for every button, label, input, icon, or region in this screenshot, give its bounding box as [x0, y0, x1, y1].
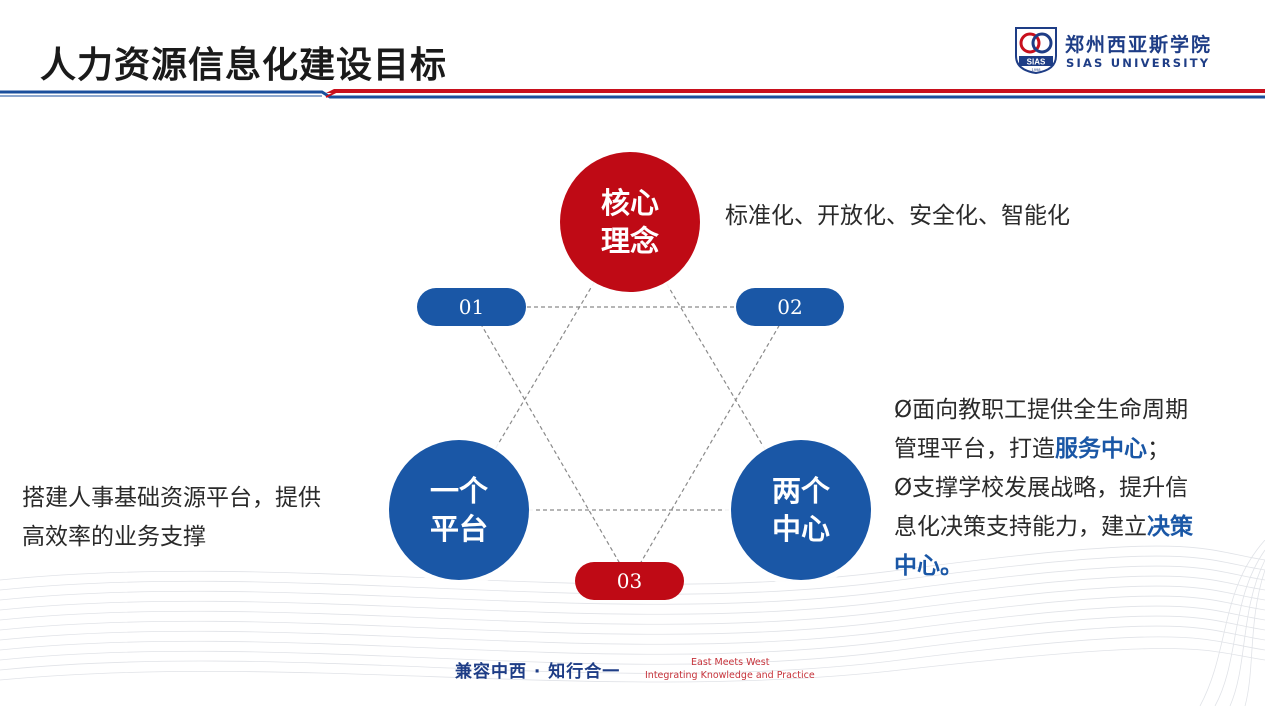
- one-platform-desc-line2: 高效率的业务支撑: [22, 524, 206, 550]
- background-waves: [0, 540, 1265, 706]
- line2-suffix: ；: [1147, 436, 1170, 462]
- page-title: 人力资源信息化建设目标: [40, 45, 448, 86]
- two-centers-line1: 两个: [771, 474, 830, 508]
- emblem-text: SIAS: [1027, 58, 1046, 67]
- decision-highlight: 决策: [1147, 514, 1193, 540]
- university-name-cn: 郑州西亚斯学院: [1065, 34, 1213, 56]
- one-platform-desc-line1: 搭建人事基础资源平台，提供: [22, 485, 321, 511]
- two-centers-desc-line5: 中心。: [894, 547, 1254, 586]
- one-platform-line1: 一个: [429, 474, 488, 508]
- center-highlight: 中心。: [894, 553, 963, 579]
- two-centers-desc-line4: 息化决策支持能力，建立决策: [894, 508, 1254, 547]
- core-concept-circle: 核心 理念: [560, 152, 700, 292]
- footer-motto-en-line2: Integrating Knowledge and Practice: [645, 670, 815, 681]
- emblem-year: 1998: [1032, 67, 1042, 72]
- core-concept-line2: 理念: [600, 224, 659, 258]
- one-platform-circle: 一个 平台: [389, 440, 529, 580]
- label-01-pill: 01: [417, 288, 526, 326]
- university-logo: SIAS 1998 郑州西亚斯学院 SIAS UNIVERSITY: [1013, 26, 1233, 76]
- line2-prefix: 管理平台，打造: [894, 436, 1055, 462]
- two-centers-line2: 中心: [771, 512, 830, 546]
- footer-motto-cn: 兼容中西 · 知行合一: [455, 662, 621, 682]
- header-divider: [0, 89, 1265, 99]
- university-name-en: SIAS UNIVERSITY: [1066, 56, 1211, 70]
- one-platform-line2: 平台: [429, 512, 488, 546]
- sias-emblem-icon: SIAS 1998: [1015, 27, 1057, 74]
- one-platform-description: 搭建人事基础资源平台，提供 高效率的业务支撑: [22, 479, 382, 557]
- core-concept-description: 标准化、开放化、安全化、智能化: [725, 203, 1070, 229]
- footer-motto-en-line1: East Meets West: [691, 657, 770, 668]
- two-centers-circle: 两个 中心: [731, 440, 871, 580]
- two-centers-description: Ø面向教职工提供全生命周期 管理平台，打造服务中心； Ø支撑学校发展战略，提升信…: [894, 391, 1254, 586]
- line4-prefix: 息化决策支持能力，建立: [894, 514, 1147, 540]
- two-centers-desc-line1: Ø面向教职工提供全生命周期: [894, 397, 1189, 423]
- two-centers-desc-line3: Ø支撑学校发展战略，提升信: [894, 475, 1189, 501]
- service-center-highlight: 服务中心: [1055, 436, 1147, 462]
- label-03-pill: 03: [575, 562, 684, 600]
- two-centers-desc-line2: 管理平台，打造服务中心；: [894, 430, 1254, 469]
- label-02-pill: 02: [736, 288, 844, 326]
- core-concept-line1: 核心: [600, 186, 659, 220]
